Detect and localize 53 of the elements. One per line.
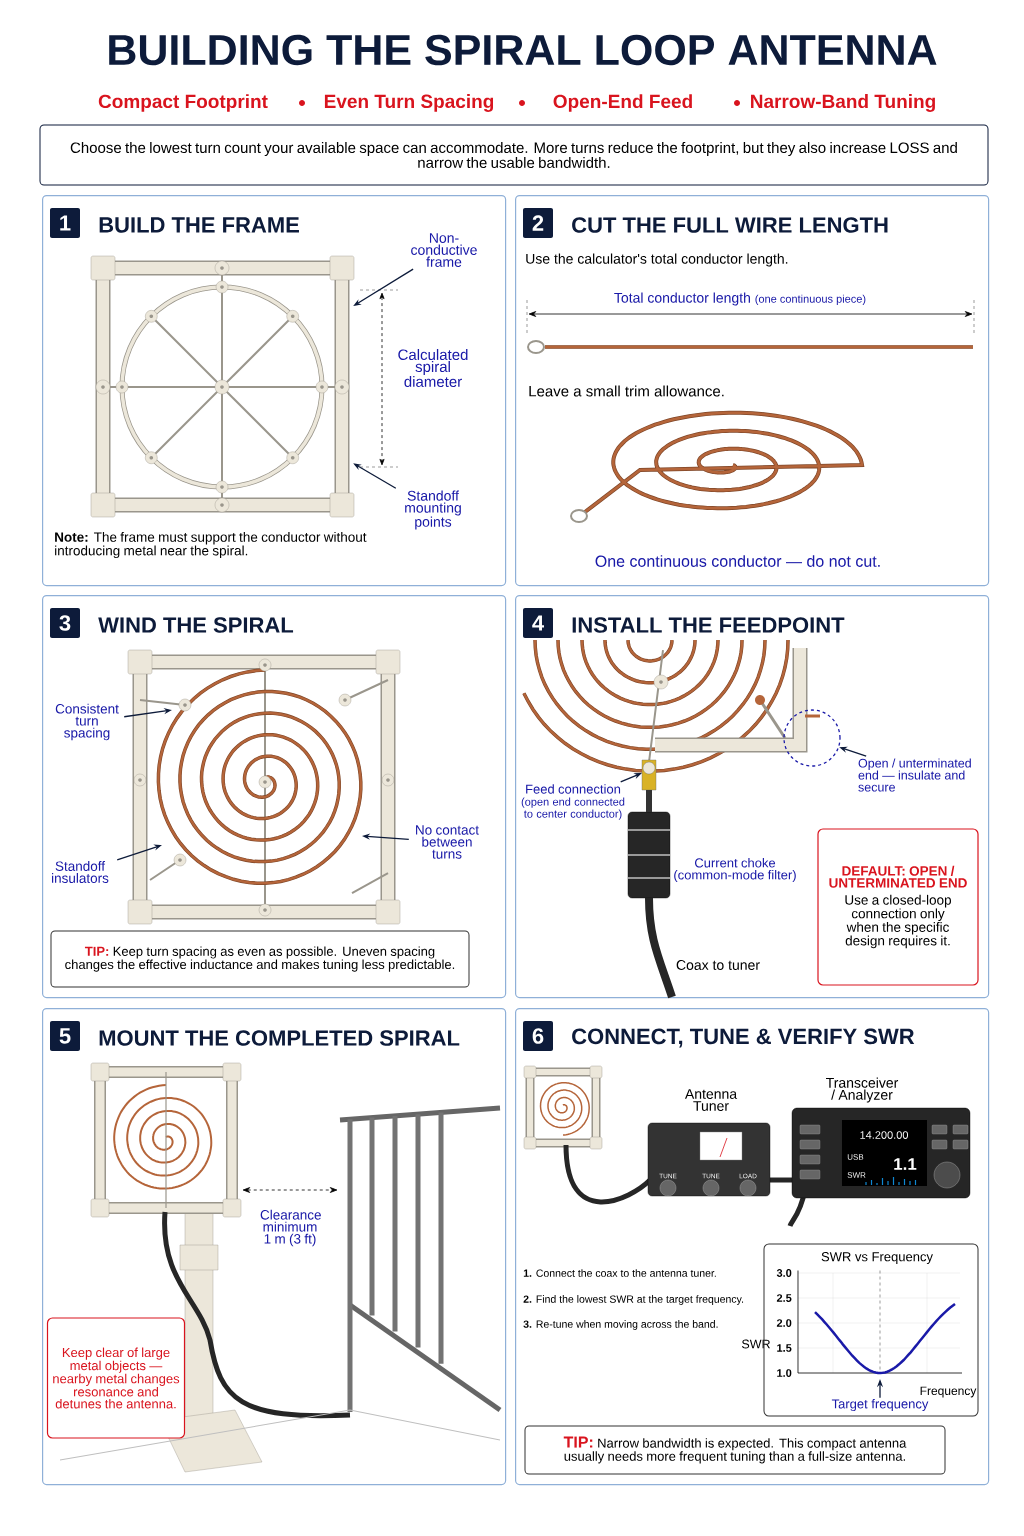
screen-text: 14.200.00 [860,1131,908,1139]
number-badge: 6 [523,1021,553,1051]
callout-label: Standoff insulators [52,861,109,883]
tick-label: 2.5 [776,1294,792,1302]
panel-heading: BUILD THE FRAME [99,217,299,233]
tick-label: 2.0 [776,1319,792,1327]
callout-label: Current choke (common-mode filter) [674,857,796,883]
dimension-label: Total conductor length (one continuous piece) [611,290,869,308]
instruction: Leave a small trim allowance. [529,385,724,397]
callout-label: Consistent turn spacing [55,703,119,741]
device-label: Transceiver / Analyzer [826,1077,899,1103]
warning-box: Keep clear of large metal objects — nearby metal changes resonance and detunes the antenna. [46,1317,186,1439]
tip-box: TIP: Keep turn spacing as even as possible. Uneven spacing changes the effective inductance and makes tuning less predictable. [50,930,470,988]
panel-heading: CUT THE FULL WIRE LENGTH [572,217,888,233]
title: BUILDING THE SPIRAL LOOP ANTENNA [109,34,937,66]
panel-heading: INSTALL THE FEEDPOINT [572,617,845,633]
tick-label: 3.0 [776,1269,792,1277]
screen-text: SWR [847,1172,866,1178]
step: 1. Connect the coax to the antenna tuner. [523,1269,716,1277]
note: Note: The frame must support the conductor without introducing metal near the spiral. [55,531,367,559]
callout-label: Coax to tuner [676,960,760,970]
panel-heading: MOUNT THE COMPLETED SPIRAL [99,1030,460,1046]
step: 3. Re-tune when moving across the band. [523,1320,718,1330]
frame-drawing [90,255,355,518]
device-label: Antenna Tuner [684,1089,738,1111]
number-badge: 2 [523,208,553,238]
callout-label: No contact between turns [416,825,479,859]
tick-label: 1.5 [777,1344,792,1352]
warning-box: DEFAULT: OPEN / UNTERMINATED END Use a closed-loop connection only when the specific design requires it. [817,828,979,986]
number-badge: 4 [523,608,553,638]
dashed-circle [783,709,841,767]
axis-label: SWR [742,1339,770,1349]
callout-label: Standoff mounting points [405,490,461,530]
callout-label: Feed connection (open end connected to center conductor) [521,784,625,820]
number-badge: 1 [50,208,80,238]
tip-box: TIP: Narrow bandwidth is expected. This compact antenna usually needs more frequent tuning than a full-size antenna. [524,1425,946,1475]
axis-label: Frequency [920,1386,977,1398]
screen-text: USB [847,1154,864,1160]
panel-heading: CONNECT, TUNE & VERIFY SWR [572,1028,915,1048]
dimension-label: Calculated spiral diameter [398,349,468,387]
dimension-label: Clearance minimum 1 m (3 ft) [260,1209,321,1247]
tick-label: 1.0 [777,1369,792,1377]
step: 2. Find the lowest SWR at the target frequency. [523,1295,744,1305]
instruction: Use the calculator's total conductor length. [526,253,788,267]
number-badge: 3 [50,608,80,638]
panel-heading: WIND THE SPIRAL [98,617,294,633]
number-badge: 5 [50,1021,80,1051]
caption: One continuous conductor — do not cut. [595,555,880,567]
callout-label: Non-conductive frame [411,233,477,267]
screen-text: 1.1 [894,1158,917,1170]
intro-box: Choose the lowest turn count your available space can accommodate. More turns reduce the footprint, but they also increase LOSS and narrow the usable bandwidth. [39,124,989,186]
callout-label: Open / unterminated end — insulate and secure [858,758,971,792]
callout-label: Target frequency [831,1398,929,1412]
